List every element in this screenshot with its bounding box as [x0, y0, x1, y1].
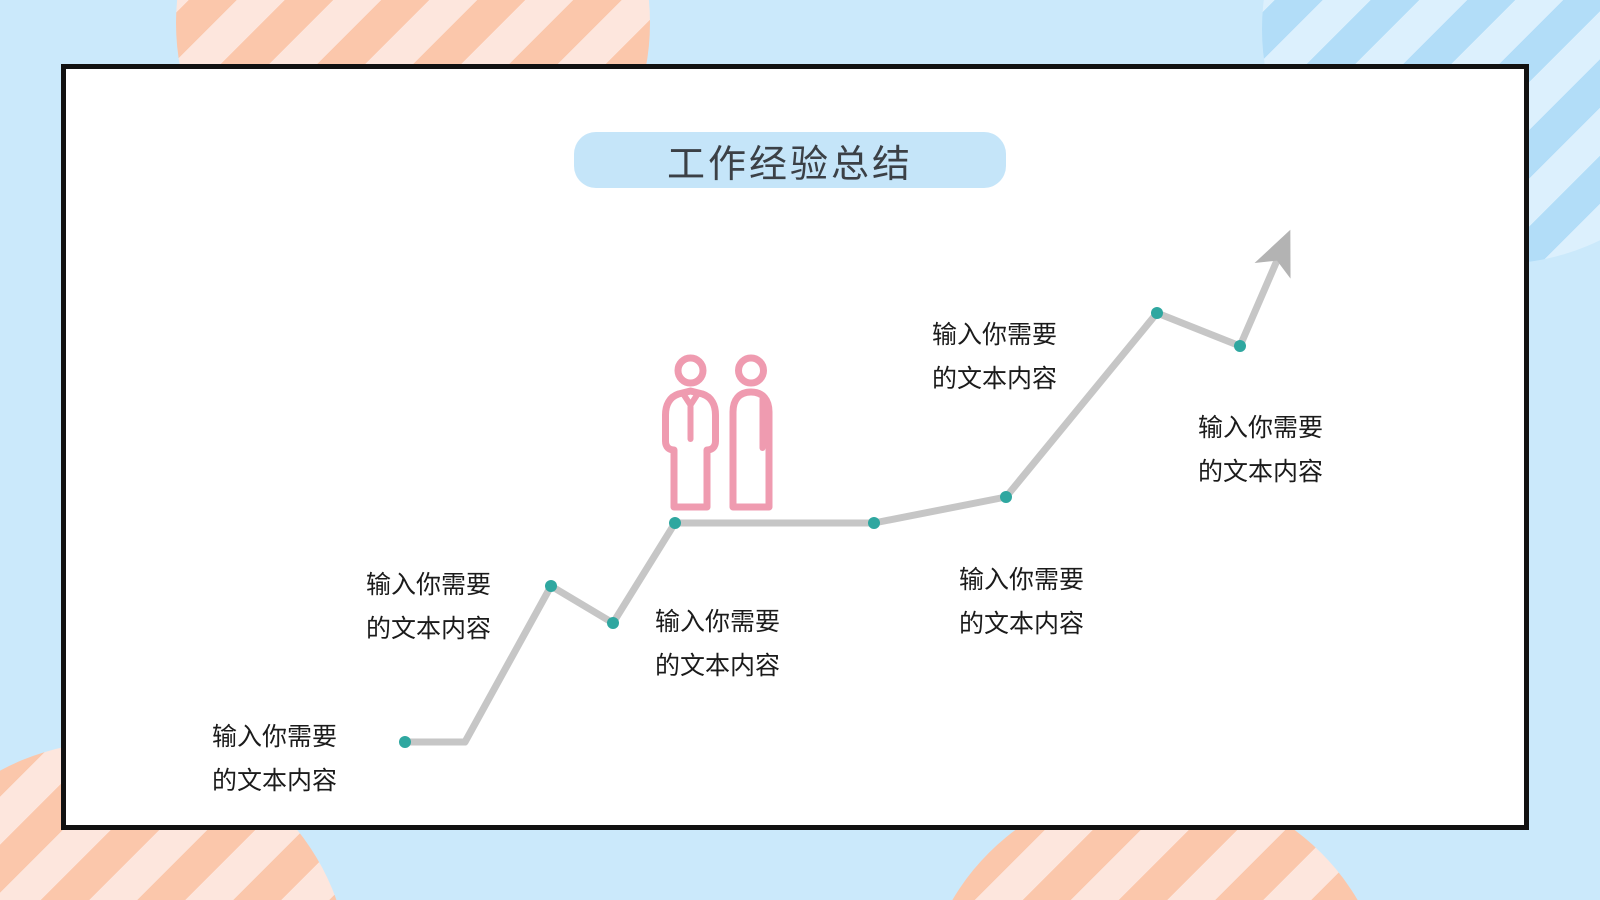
growth-line-chart [399, 229, 1291, 748]
chart-marker-4[interactable] [607, 617, 619, 629]
node-label-5-line1: 输入你需要 [932, 321, 1058, 349]
node-label-6-line2: 的文本内容 [1198, 458, 1324, 486]
chart-marker-7[interactable] [1000, 491, 1012, 503]
node-label-5: 输入你需要 的文本内容 [932, 313, 1057, 401]
chart-marker-1[interactable] [399, 736, 411, 748]
node-label-2-line2: 的文本内容 [366, 615, 492, 643]
node-label-3: 输入你需要 的文本内容 [655, 600, 780, 688]
node-label-2-line1: 输入你需要 [366, 571, 492, 599]
node-label-6-line1: 输入你需要 [1198, 414, 1324, 442]
chart-marker-3[interactable] [545, 580, 557, 592]
node-label-2: 输入你需要 的文本内容 [366, 563, 491, 651]
chart-polyline [401, 229, 1291, 746]
chart-marker-8[interactable] [1151, 307, 1163, 319]
node-label-1: 输入你需要 的文本内容 [212, 715, 337, 803]
node-label-4-line1: 输入你需要 [959, 566, 1085, 594]
node-label-5-line2: 的文本内容 [932, 365, 1058, 393]
chart-marker-9[interactable] [1234, 340, 1246, 352]
title-pill-background [574, 132, 1006, 188]
chart-marker-6[interactable] [868, 517, 880, 529]
node-label-3-line1: 输入你需要 [655, 608, 781, 636]
page-title: 工作经验总结 [666, 143, 913, 186]
node-label-6: 输入你需要 的文本内容 [1198, 406, 1323, 494]
node-label-1-line1: 输入你需要 [212, 723, 338, 751]
slide-card: 工作经验总结 输入你需要 的文本内容 [61, 64, 1529, 830]
two-people-icon [662, 354, 773, 511]
node-label-1-line2: 的文本内容 [212, 767, 338, 795]
node-label-3-line2: 的文本内容 [655, 652, 781, 680]
node-label-4-line2: 的文本内容 [959, 610, 1085, 638]
chart-marker-group [399, 307, 1246, 748]
chart-marker-5[interactable] [669, 517, 681, 529]
node-label-4: 输入你需要 的文本内容 [959, 558, 1084, 646]
